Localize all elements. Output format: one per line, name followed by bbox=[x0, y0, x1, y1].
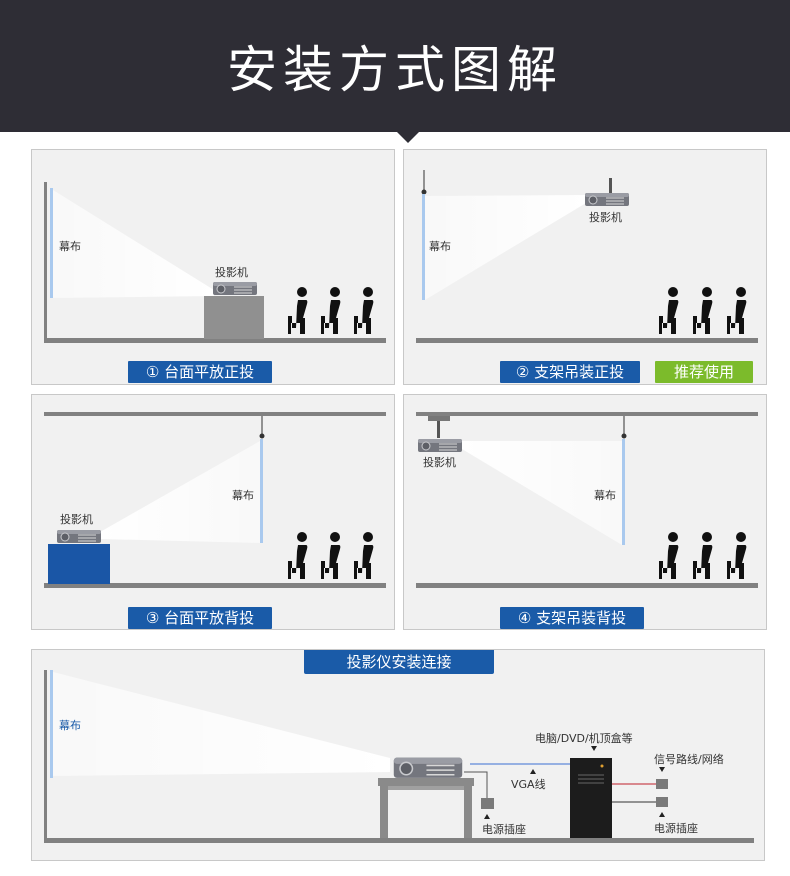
screen bbox=[50, 188, 53, 298]
wall bbox=[44, 182, 47, 340]
vga-pointer-icon bbox=[530, 769, 536, 774]
table-leg bbox=[380, 786, 388, 838]
screen bbox=[622, 439, 625, 545]
light-beam bbox=[53, 190, 214, 298]
diagram-connection: 幕布 VGA线 电源插座 电脑/DVD/机顶盒等 信号路线/网络 电 bbox=[44, 670, 754, 843]
table bbox=[48, 544, 110, 584]
screen-hanger-knob bbox=[421, 189, 427, 195]
diagram-desk-front: 幕布 投影机 bbox=[44, 182, 386, 343]
header-banner: 安装方式图解 bbox=[0, 0, 790, 132]
page-title: 安装方式图解 bbox=[227, 41, 563, 99]
table bbox=[204, 296, 264, 339]
source-label: 电脑/DVD/机顶盒等 bbox=[535, 731, 633, 745]
source-pointer-icon bbox=[591, 746, 597, 751]
power-label-right: 电源插座 bbox=[654, 821, 698, 835]
power-outlet-icon bbox=[656, 797, 668, 807]
screen-hanger-knob bbox=[259, 433, 265, 439]
power-pointer-icon bbox=[659, 812, 665, 817]
connection-title: 投影仪安装连接 bbox=[304, 650, 494, 674]
ceiling bbox=[44, 412, 386, 416]
projector-icon bbox=[212, 281, 258, 296]
header-pointer bbox=[396, 131, 420, 143]
projector-icon bbox=[56, 529, 102, 544]
projector-label: 投影机 bbox=[60, 512, 93, 526]
panel-desk-front: 幕布 投影机 ① 台面平放正投 bbox=[31, 149, 395, 385]
audience-person-icon bbox=[288, 287, 308, 334]
screen-label: 幕布 bbox=[594, 488, 616, 502]
screen-hanger-knob bbox=[621, 433, 627, 439]
light-beam bbox=[462, 441, 622, 545]
caption-ceiling-front: ② 支架吊装正投 bbox=[500, 361, 640, 383]
table-leg bbox=[464, 786, 472, 838]
wall bbox=[44, 670, 47, 840]
recommended-badge: 推荐使用 bbox=[655, 361, 753, 383]
screen-label: 幕布 bbox=[232, 488, 254, 502]
screen-label: 幕布 bbox=[59, 239, 81, 253]
projector-label: 投影机 bbox=[215, 265, 248, 279]
light-beam bbox=[53, 672, 390, 776]
diagram-ceiling-front: 幕布 投影机 bbox=[416, 170, 758, 343]
audience-person-icon bbox=[321, 287, 341, 334]
panel-ceiling-rear: 投影机 幕布 ④ 支架吊装背投 bbox=[403, 394, 767, 630]
panel-connection: 幕布 VGA线 电源插座 电脑/DVD/机顶盒等 信号路线/网络 电 bbox=[31, 649, 765, 861]
screen bbox=[422, 194, 425, 300]
light-beam bbox=[425, 195, 586, 300]
caption-desk-rear: ③ 台面平放背投 bbox=[128, 607, 272, 629]
audience-person-icon bbox=[354, 532, 374, 579]
caption-ceiling-rear: ④ 支架吊装背投 bbox=[500, 607, 644, 629]
projector-icon bbox=[584, 192, 630, 207]
ceiling-mount-plate bbox=[428, 416, 450, 421]
panel-desk-rear: 幕布 投影机 ③ 台面平放背投 bbox=[31, 394, 395, 630]
panel-ceiling-front: 幕布 投影机 ② 支架吊装正投 推荐使用 bbox=[403, 149, 767, 385]
power-label-left: 电源插座 bbox=[482, 822, 526, 836]
floor bbox=[44, 583, 386, 588]
floor bbox=[44, 338, 386, 343]
floor bbox=[416, 583, 758, 588]
table-rail bbox=[388, 786, 464, 790]
power-cable bbox=[464, 771, 488, 800]
table-top bbox=[378, 778, 474, 786]
floor bbox=[44, 838, 754, 843]
power-pointer-icon bbox=[484, 814, 490, 819]
ceiling-mount bbox=[609, 178, 612, 194]
screen-label: 幕布 bbox=[429, 239, 451, 253]
diagram-desk-rear: 幕布 投影机 bbox=[44, 412, 386, 588]
caption-desk-front: ① 台面平放正投 bbox=[128, 361, 272, 383]
audience-person-icon bbox=[693, 532, 713, 579]
audience-person-icon bbox=[354, 287, 374, 334]
screen bbox=[50, 670, 53, 778]
projector-label: 投影机 bbox=[423, 455, 456, 469]
audience-person-icon bbox=[659, 532, 679, 579]
projector-icon bbox=[392, 756, 464, 779]
floor bbox=[416, 338, 758, 343]
projector-icon bbox=[417, 438, 463, 453]
signal-label: 信号路线/网络 bbox=[654, 752, 724, 766]
power-outlet-icon bbox=[481, 798, 494, 809]
vga-label: VGA线 bbox=[511, 777, 546, 791]
network-outlet-icon bbox=[656, 779, 668, 789]
signal-pointer-icon bbox=[659, 767, 665, 772]
diagram-ceiling-rear: 投影机 幕布 bbox=[416, 412, 758, 588]
audience-person-icon bbox=[727, 532, 747, 579]
audience-person-icon bbox=[659, 287, 679, 334]
power-led bbox=[600, 764, 604, 768]
screen bbox=[260, 439, 263, 543]
ceiling-mount bbox=[437, 421, 440, 438]
audience-person-icon bbox=[321, 532, 341, 579]
light-beam bbox=[100, 441, 260, 543]
ceiling bbox=[416, 412, 758, 416]
screen-label: 幕布 bbox=[59, 718, 81, 732]
computer-tower bbox=[570, 758, 612, 838]
audience-person-icon bbox=[727, 287, 747, 334]
audience-person-icon bbox=[288, 532, 308, 579]
audience-person-icon bbox=[693, 287, 713, 334]
projector-label: 投影机 bbox=[589, 210, 622, 224]
